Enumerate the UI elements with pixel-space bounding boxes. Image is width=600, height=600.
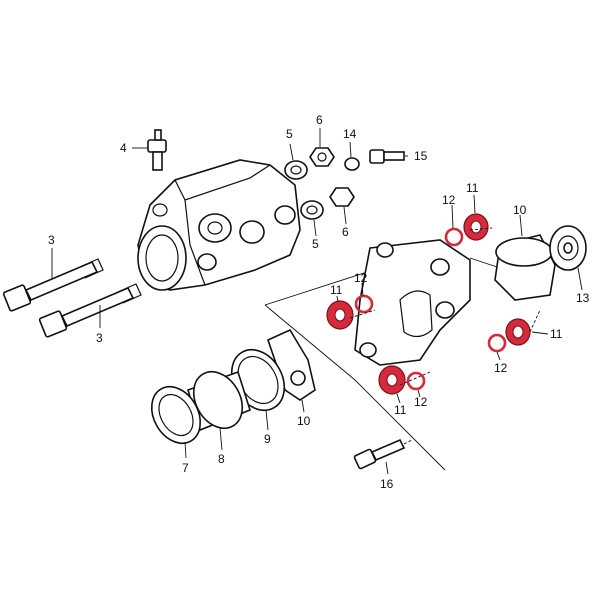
bleeder-valve: [132, 129, 167, 171]
callout-12-right: 12: [494, 361, 508, 375]
callout-14: 14: [343, 127, 357, 141]
callout-12-left: 12: [354, 271, 368, 285]
dashed-guide-lines: [349, 227, 541, 386]
o-ring-left: [354, 282, 374, 314]
boot-seal-left: [326, 295, 354, 330]
boot-seal-right: [505, 318, 549, 346]
callout-3-upper: 3: [48, 233, 55, 247]
o-ring-upper: [444, 204, 464, 247]
callout-11-upper: 11: [466, 181, 479, 195]
callout-6: 6: [316, 113, 323, 127]
callout-15: 15: [414, 149, 428, 163]
callout-6-lower: 6: [342, 225, 349, 239]
boot-seal-upper: [463, 194, 489, 241]
slide-pin-upper: [2, 248, 104, 312]
callout-11-left: 11: [330, 283, 343, 297]
callout-5: 5: [286, 127, 293, 141]
slide-pin-lower: [38, 283, 142, 338]
washer-small: [344, 141, 360, 171]
callout-11-lower: 11: [394, 403, 407, 417]
callout-10-lower: 10: [297, 414, 311, 428]
callout-4: 4: [120, 141, 127, 155]
piston-cap-right: [494, 214, 556, 301]
callout-7: 7: [182, 461, 189, 475]
o-ring-right: [487, 333, 507, 361]
callout-10-right: 10: [513, 203, 527, 217]
washer-upper: [284, 143, 308, 180]
callout-labels: 4 5 6 14 15 5 6 3 3 12 11 10 11 12 13 11…: [48, 113, 590, 491]
dust-ring-7: [150, 385, 202, 459]
dust-boot-13: [549, 225, 587, 291]
bolt-15: [369, 149, 410, 164]
callout-3-lower: 3: [96, 331, 103, 345]
nut-lower: [329, 187, 355, 225]
caliper-body: [137, 159, 301, 291]
boot-seal-lower: [378, 365, 406, 404]
callout-5-lower: 5: [312, 237, 319, 251]
caliper-bracket: [354, 239, 471, 366]
callout-13: 13: [576, 291, 590, 305]
callout-11-right: 11: [550, 327, 563, 341]
pad-shim-10: [267, 328, 316, 413]
callout-16: 16: [380, 477, 394, 491]
callout-8: 8: [218, 452, 225, 466]
callout-12-lower: 12: [414, 395, 428, 409]
o-ring-lower: [406, 371, 426, 398]
nut-upper: [309, 128, 335, 167]
washer-lower: [300, 200, 324, 237]
mounting-bolt-16: [353, 438, 413, 475]
callout-9: 9: [264, 432, 271, 446]
callout-12-upper: 12: [442, 193, 456, 207]
